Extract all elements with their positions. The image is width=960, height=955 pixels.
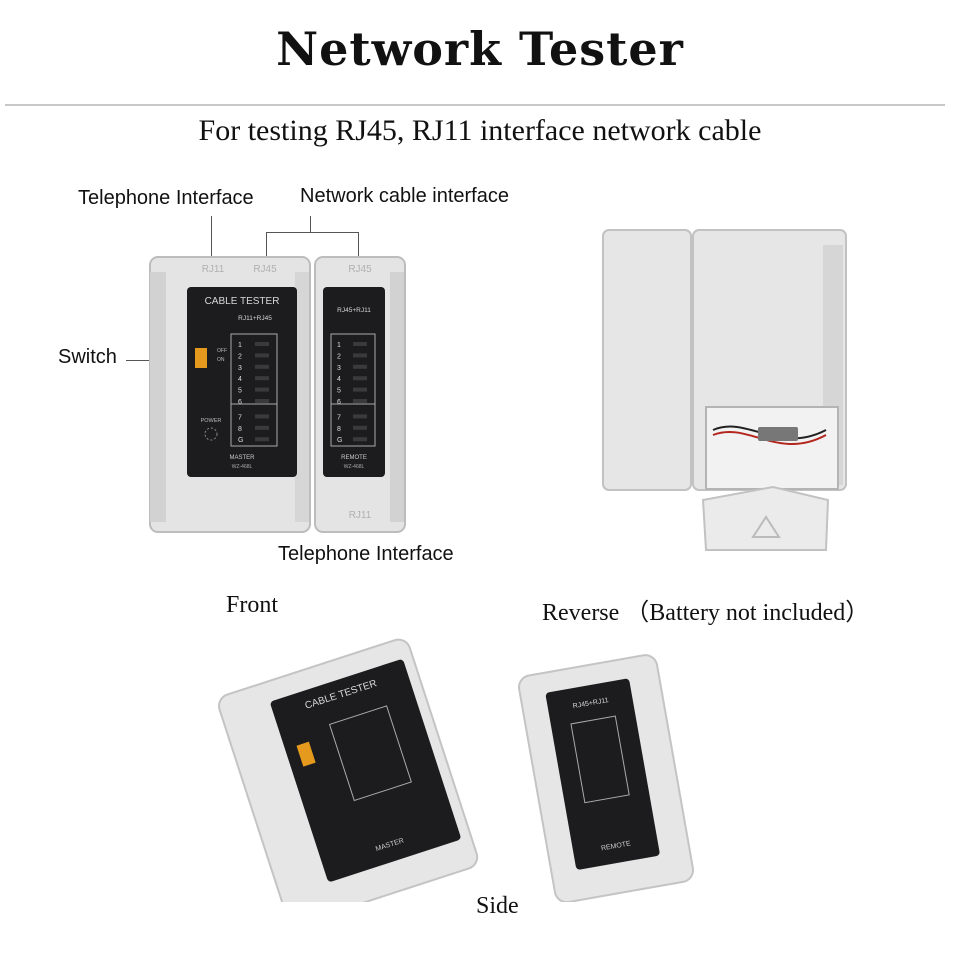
- master-led-group-2: [230, 403, 278, 447]
- master-pin-led: [255, 399, 269, 403]
- master-pin-led: [255, 364, 269, 369]
- remote-label: REMOTE: [341, 455, 367, 461]
- power-indicator: [204, 427, 218, 441]
- caption-side: Side: [476, 893, 519, 919]
- leader-network-right: [358, 232, 359, 260]
- side-master-panel: [270, 659, 461, 882]
- reverse-view-device: [602, 229, 847, 551]
- remote-pin-label: 5: [337, 388, 341, 395]
- master-port-label: RJ11+RJ45: [238, 315, 272, 322]
- remote-pin-led: [353, 342, 367, 346]
- remote-pin-label: 4: [337, 376, 341, 383]
- remote-pin-label: 1: [337, 342, 341, 349]
- leader-network-stem: [310, 216, 311, 232]
- master-pin-label: 5: [238, 388, 242, 395]
- battery-clip: [758, 427, 798, 441]
- leader-network-bar: [266, 232, 359, 233]
- callout-network-cable-interface: Network cable interface: [300, 185, 509, 207]
- remote-pin-label: 8: [337, 426, 341, 433]
- port-rj45-label: RJ45: [253, 264, 277, 275]
- master-pin-label: 1: [238, 342, 242, 349]
- divider: [5, 104, 945, 106]
- remote-led-group-2: [330, 403, 376, 447]
- leader-network-left: [266, 232, 267, 260]
- switch-on-label: ON: [217, 357, 225, 363]
- remote-pin-label: 7: [337, 414, 341, 421]
- front-view-device: RJ11 RJ45 RJ45 RJ11 CABLE TESTER RJ11+RJ…: [149, 256, 406, 533]
- remote-pin-label: 2: [337, 353, 341, 360]
- remote-pin-label: 6: [337, 399, 341, 406]
- master-grip-left: [150, 272, 166, 522]
- side-remote-led-group: [570, 715, 630, 804]
- remote-pin-label: 3: [337, 365, 341, 372]
- master-pin-label: 4: [238, 376, 242, 383]
- page-title: Network Tester: [276, 22, 684, 76]
- callout-telephone-interface-top: Telephone Interface: [78, 187, 254, 209]
- callout-telephone-interface-bottom: Telephone Interface: [278, 543, 454, 565]
- switch-off-label: OFF: [217, 348, 227, 354]
- master-pin-list: 1 2 3 4 5 6 7 8G: [238, 342, 269, 444]
- remote-model: WZ-468L: [344, 464, 365, 470]
- remote-port-rj11-label: RJ11: [349, 510, 372, 521]
- master-pin-label: 8: [238, 426, 242, 433]
- remote-pin-led: [353, 414, 367, 419]
- remote-pin-led: [353, 399, 367, 403]
- master-pin-label: G: [238, 437, 243, 444]
- master-pin-led: [255, 414, 269, 419]
- caption-reverse: Reverse （Battery not included）: [542, 600, 870, 626]
- power-switch[interactable]: [195, 348, 207, 368]
- remote-port-label: RJ45+RJ11: [337, 307, 371, 314]
- remote-pin-label: G: [337, 437, 342, 444]
- master-pin-led: [255, 387, 269, 392]
- master-pin-label: 6: [238, 399, 242, 406]
- side-master-led-group: [328, 705, 412, 802]
- remote-pin-led: [353, 437, 367, 442]
- master-pin-label: 3: [238, 365, 242, 372]
- master-panel-title: CABLE TESTER: [205, 296, 280, 307]
- callout-switch: Switch: [58, 346, 117, 368]
- remote-panel: [323, 287, 385, 477]
- master-pin-label: 7: [238, 414, 242, 421]
- remote-pin-led: [353, 364, 367, 369]
- master-pin-led: [255, 376, 269, 381]
- remote-pin-led: [353, 387, 367, 392]
- remote-pin-led: [353, 353, 367, 358]
- master-model: WZ-468L: [232, 464, 253, 470]
- remote-pin-list: 1 2 3 4 5 6 7 8G: [337, 342, 367, 444]
- remote-pin-led: [353, 376, 367, 381]
- caption-front: Front: [226, 592, 279, 618]
- battery-compartment: [705, 406, 839, 490]
- master-pin-led: [255, 425, 269, 430]
- remote-grip-right: [390, 272, 404, 522]
- battery-cover-triangle-icon: [751, 515, 781, 538]
- master-pin-label: 2: [238, 353, 242, 360]
- master-pin-led: [255, 342, 269, 346]
- side-view-device: CABLE TESTER MASTER RJ45+RJ11 REMOTE: [218, 638, 695, 902]
- master-label: MASTER: [229, 455, 255, 461]
- master-pin-led: [255, 437, 269, 442]
- leader-telephone-top: [211, 216, 212, 262]
- side-remote-panel: [545, 678, 660, 870]
- master-grip-right: [295, 272, 309, 522]
- port-rj11-label: RJ11: [202, 264, 225, 275]
- remote-pin-led: [353, 425, 367, 430]
- side-power-switch[interactable]: [296, 741, 316, 767]
- master-pin-led: [255, 353, 269, 358]
- remote-port-rj45-label: RJ45: [348, 264, 372, 275]
- page-subtitle: For testing RJ45, RJ11 interface network…: [198, 114, 762, 147]
- reverse-remote-body: [602, 229, 692, 491]
- power-label: POWER: [201, 418, 222, 424]
